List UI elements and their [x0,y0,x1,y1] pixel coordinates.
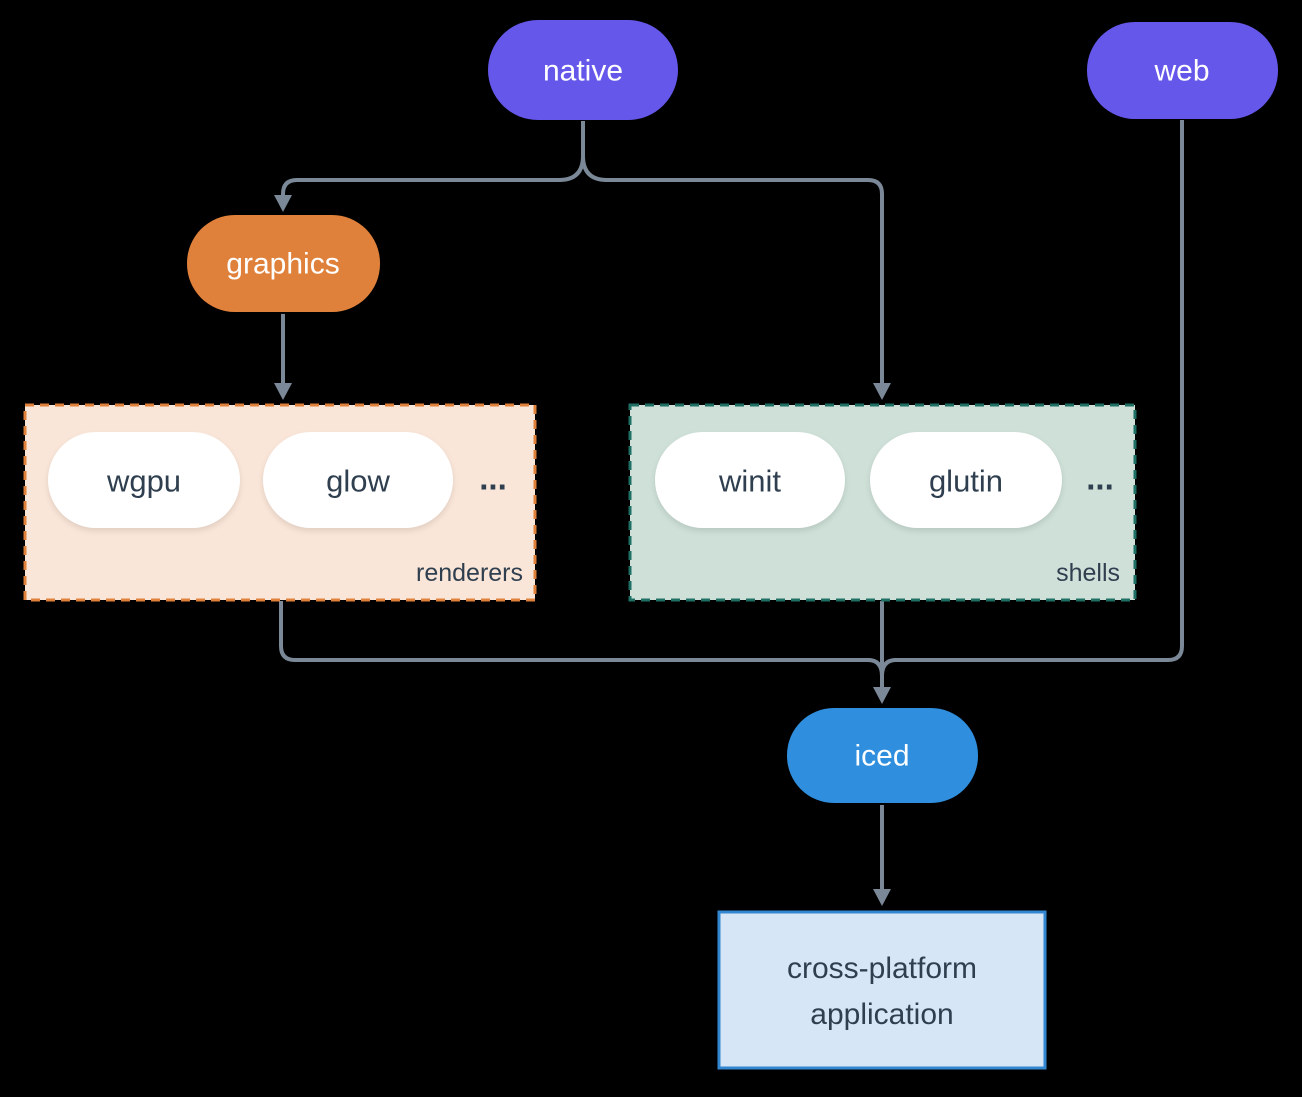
node-graphics-pill [187,215,380,312]
node-native-label: native [543,55,623,88]
node-web: web [1087,22,1278,119]
node-iced-label: iced [854,740,909,773]
node-glutin-pill [870,432,1062,528]
node-iced-pill [787,708,978,803]
node-wgpu-label: wgpu [106,464,181,499]
edge-web-to-merge [894,120,1184,662]
node-winit-label: winit [718,464,781,499]
node-iced: iced [787,708,978,803]
node-glutin-label: glutin [929,464,1003,499]
group-renderers: wgpu glow ... renderers [23,403,537,602]
application-box [717,910,1047,1070]
application-label-line2: application [810,998,953,1031]
edge-native-flare-right [581,155,608,182]
shells-ellipsis: ... [1086,460,1114,497]
node-glow-pill [263,432,453,528]
arrowhead-renderers [274,383,292,400]
node-native-pill [488,20,678,120]
node-graphics-label: graphics [226,248,339,281]
node-web-pill [1087,22,1278,119]
edge-merge-flare-right [880,658,897,677]
edge-native-to-shells [605,178,884,384]
node-glow-label: glow [326,464,390,499]
renderers-ellipsis: ... [479,460,507,497]
node-web-label: web [1153,55,1209,88]
arrowhead-application [873,889,891,906]
renderers-group-label: renderers [416,559,523,587]
edges [274,120,1184,906]
node-graphics: graphics [187,215,380,312]
node-winit-pill [655,432,845,528]
group-shells: winit glutin ... shells [628,403,1137,602]
arrowhead-iced [873,687,891,704]
edge-native-flare-left [558,155,585,182]
node-native: native [488,20,678,120]
arrowhead-graphics [274,195,292,212]
node-application: cross-platform application [717,910,1047,1070]
shells-group-label: shells [1056,559,1120,587]
application-label-line1: cross-platform [787,952,977,985]
node-wgpu-pill [48,432,240,528]
edge-native-to-graphics [281,178,561,196]
edge-renderers-to-merge [279,601,870,662]
edge-merge-flare-left [867,658,884,677]
arrowhead-shells [873,383,891,400]
